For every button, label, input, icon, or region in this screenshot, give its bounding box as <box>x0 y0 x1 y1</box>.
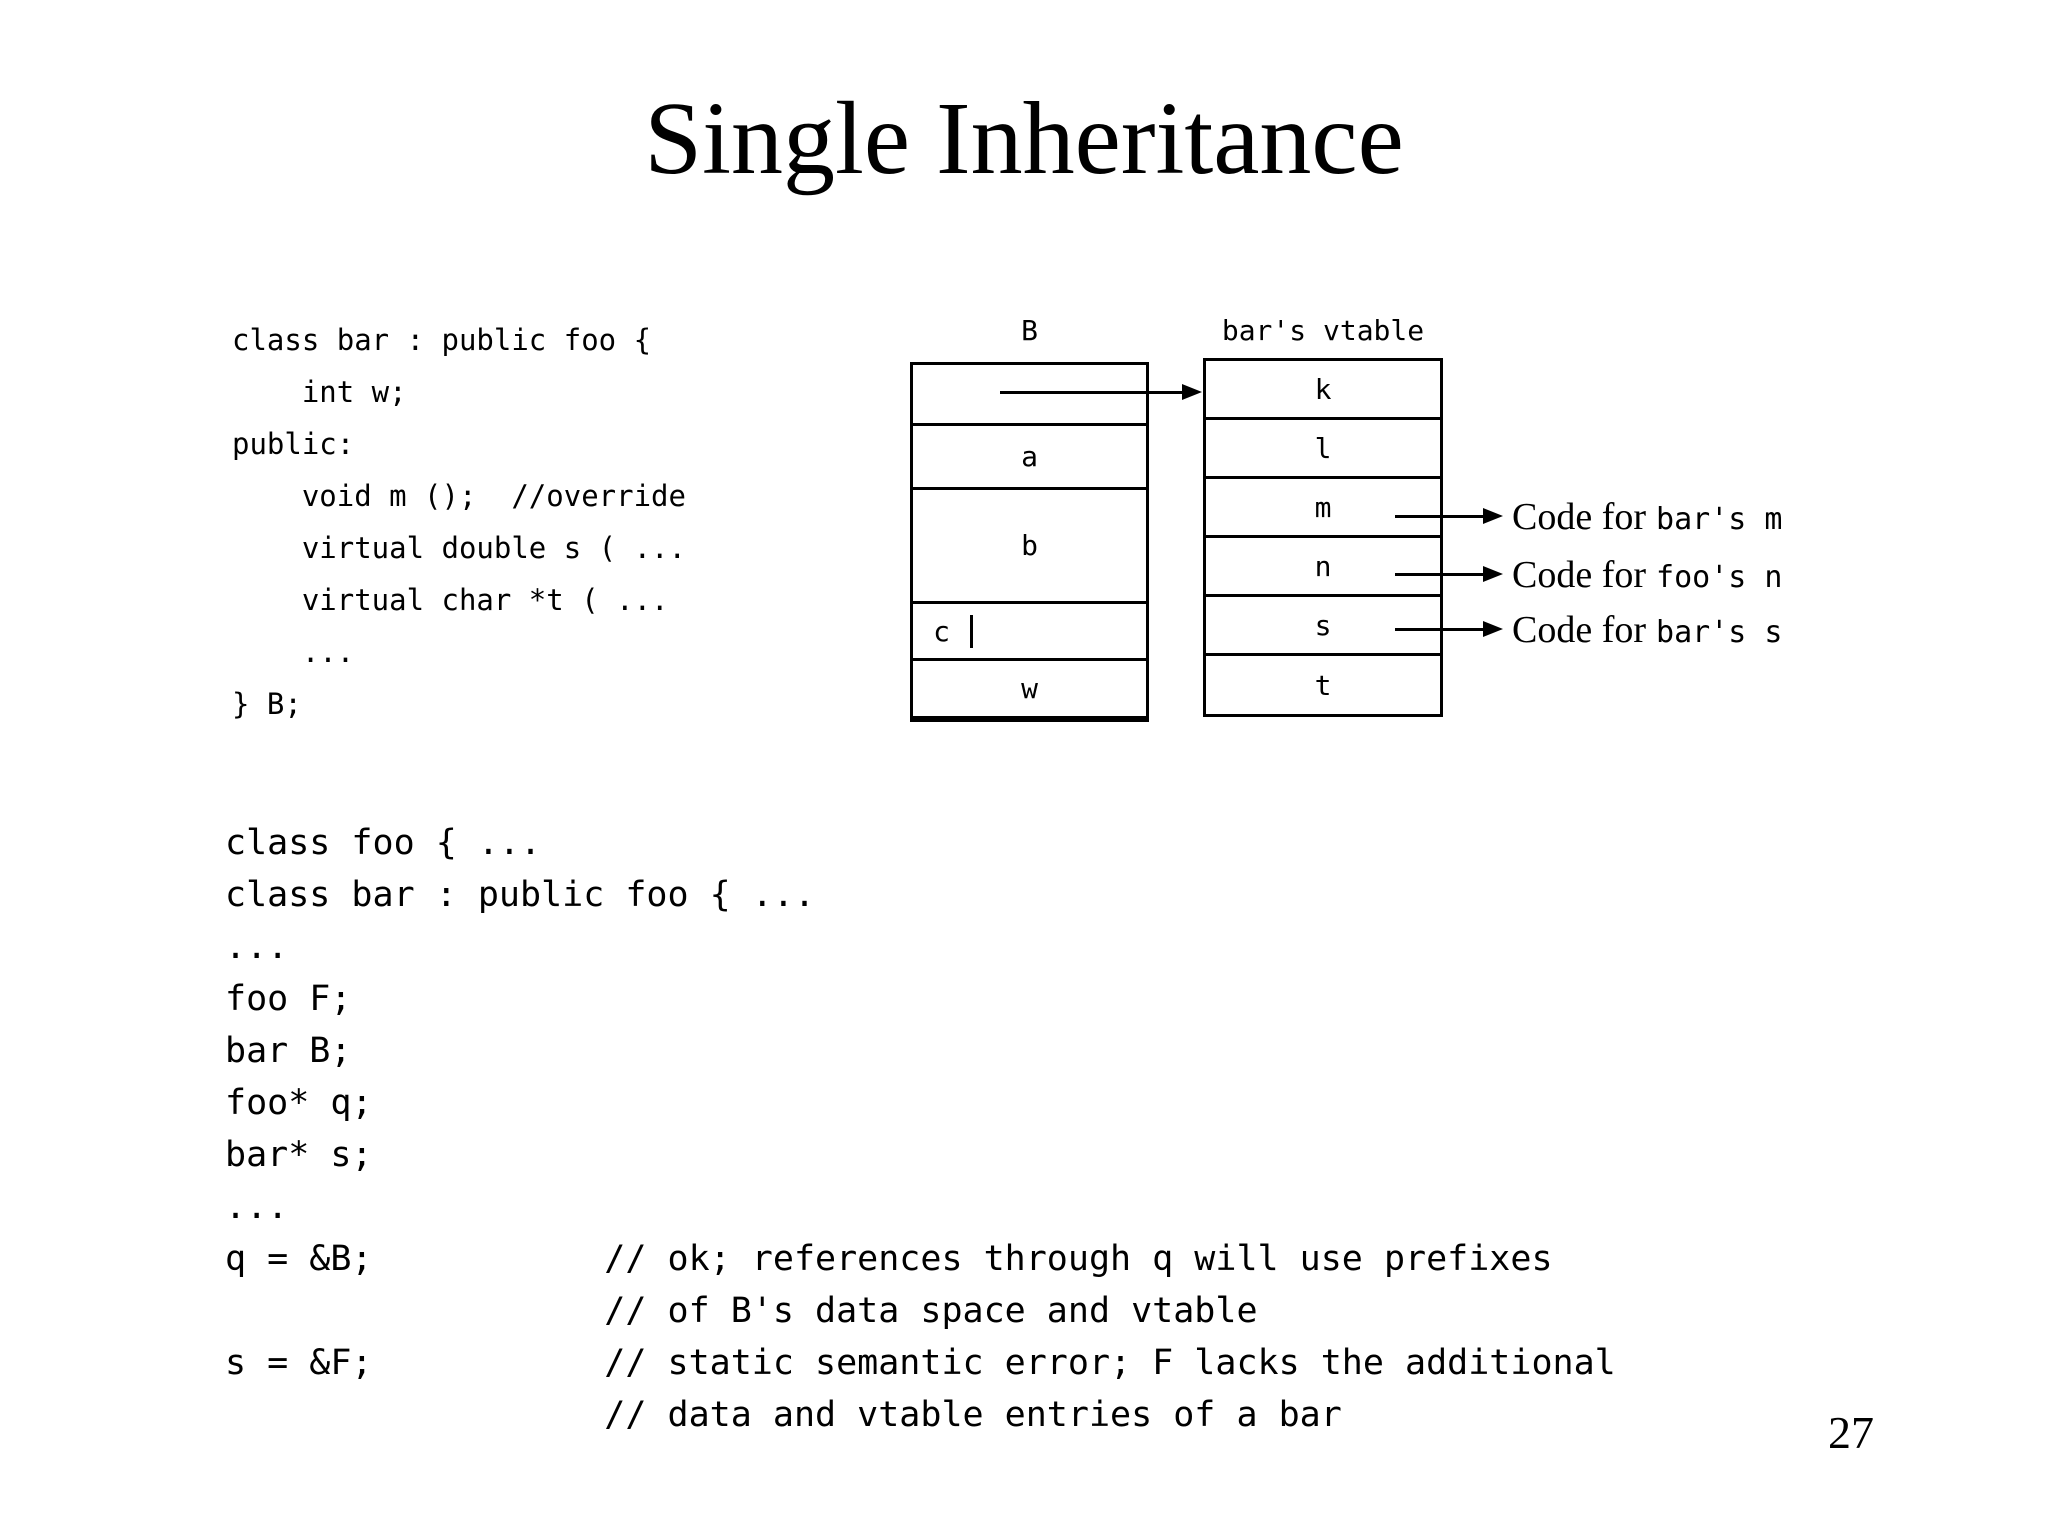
m-code-arrow-icon <box>1395 508 1503 524</box>
code-line: ... <box>225 1187 289 1227</box>
code-for-n-label: Code for foo's n <box>1512 553 1782 600</box>
vtable-table: k l m n s t <box>1203 358 1443 717</box>
code-line: bar* s; <box>225 1135 373 1175</box>
code-for-prefix: Code for <box>1512 609 1647 651</box>
code-line: // data and vtable entries of a bar <box>225 1395 1342 1435</box>
code-line: bar B; <box>225 1031 352 1071</box>
code-line: int w; <box>232 375 407 409</box>
vtable-entry-t: t <box>1314 668 1332 702</box>
code-line: class foo { ... <box>225 823 542 863</box>
code-block-declarations: class foo { ... class bar : public foo {… <box>225 817 1616 1441</box>
object-layout-table: a b c w <box>910 362 1149 722</box>
code-line: ... <box>225 927 289 967</box>
field-c-row: c <box>913 604 1146 661</box>
vtable-entry-n: n <box>1206 538 1440 597</box>
field-w-cell: w <box>913 661 1146 719</box>
code-line: virtual double s ( ... <box>232 531 686 565</box>
vtable-label: bar's vtable <box>1221 314 1425 347</box>
field-c-cell: c <box>913 614 973 648</box>
vtable-entry-m: m <box>1206 479 1440 538</box>
code-for-s-label: Code for bar's s <box>1512 608 1782 655</box>
code-line: ... <box>232 635 355 669</box>
vtable-entry-s: s <box>1206 597 1440 656</box>
s-code-arrow-icon <box>1395 621 1503 637</box>
code-for-target: bar's m <box>1656 502 1783 537</box>
code-for-prefix: Code for <box>1512 496 1647 538</box>
code-block-class-bar: class bar : public foo { int w; public: … <box>232 314 686 730</box>
code-for-target: bar's s <box>1656 615 1783 650</box>
vtable-entry-l: l <box>1206 420 1440 479</box>
code-line: foo* q; <box>225 1083 373 1123</box>
code-line: class bar : public foo { <box>232 323 652 357</box>
code-line: void m (); //override <box>232 479 686 513</box>
vptr-arrow-icon <box>1000 384 1202 400</box>
code-line: foo F; <box>225 979 352 1019</box>
code-line: } B; <box>232 687 302 721</box>
code-line: virtual char *t ( ... <box>232 583 669 617</box>
code-line: class bar : public foo { ... <box>225 875 816 915</box>
code-for-prefix: Code for <box>1512 554 1647 596</box>
page-title: Single Inheritance <box>644 81 1404 196</box>
code-for-target: foo's n <box>1656 560 1783 595</box>
n-code-arrow-icon <box>1395 566 1503 582</box>
code-line: public: <box>232 427 355 461</box>
code-line: // of B's data space and vtable <box>225 1291 1258 1331</box>
field-a-cell: a <box>913 426 1146 490</box>
page-number: 27 <box>1828 1407 1874 1458</box>
vtable-pointer-cell <box>913 365 1146 426</box>
code-line: q = &B; // ok; references through q will… <box>225 1239 1553 1279</box>
vtable-entry-k: k <box>1206 361 1440 420</box>
code-line: s = &F; // static semantic error; F lack… <box>225 1343 1616 1383</box>
code-for-m-label: Code for bar's m <box>1512 495 1782 542</box>
field-b-cell: b <box>913 490 1146 604</box>
object-table-label: B <box>1021 314 1038 347</box>
